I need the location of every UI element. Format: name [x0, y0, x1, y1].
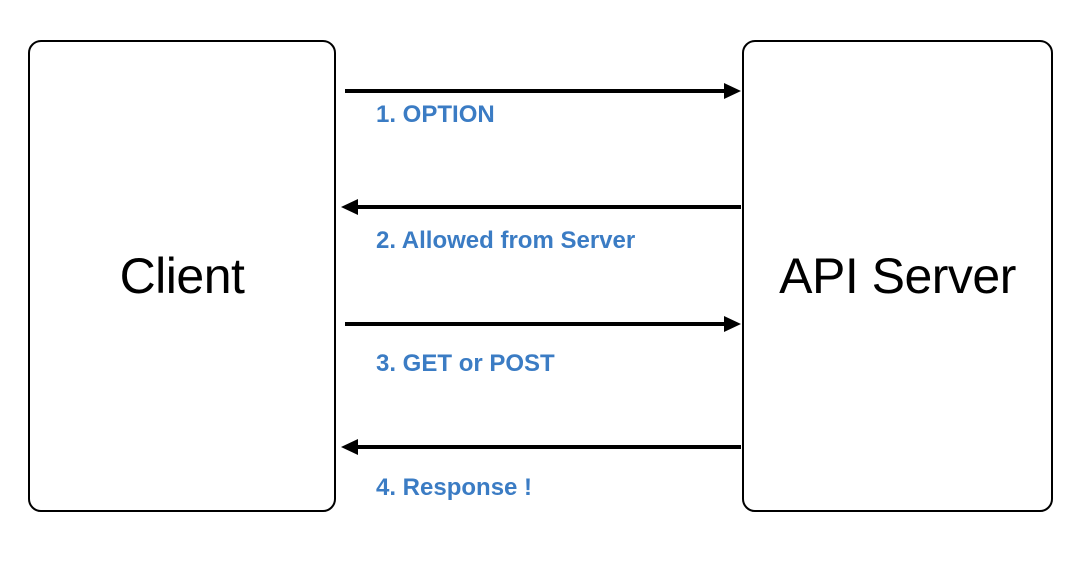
- arrow-message-4: [341, 435, 741, 459]
- node-client-label: Client: [119, 248, 245, 304]
- arrow-shaft: [355, 205, 741, 209]
- node-api-server-label: API Server: [779, 248, 1016, 304]
- arrow-label-message-3: 3. GET or POST: [376, 350, 555, 377]
- arrow-label-message-2: 2. Allowed from Server: [376, 227, 636, 254]
- arrow-message-3: [345, 312, 741, 336]
- arrow-message-2: [341, 195, 741, 219]
- arrow-label-message-1: 1. OPTION: [376, 101, 495, 128]
- arrowhead-left-icon: [341, 439, 358, 455]
- arrow-shaft: [355, 445, 741, 449]
- arrow-shaft: [345, 89, 727, 93]
- arrow-shaft: [345, 322, 727, 326]
- node-api-server: API Server: [742, 40, 1053, 512]
- arrowhead-right-icon: [724, 316, 741, 332]
- arrowhead-right-icon: [724, 83, 741, 99]
- arrowhead-left-icon: [341, 199, 358, 215]
- node-client: Client: [28, 40, 336, 512]
- arrow-message-1: [345, 79, 741, 103]
- arrow-label-message-4: 4. Response !: [376, 474, 533, 501]
